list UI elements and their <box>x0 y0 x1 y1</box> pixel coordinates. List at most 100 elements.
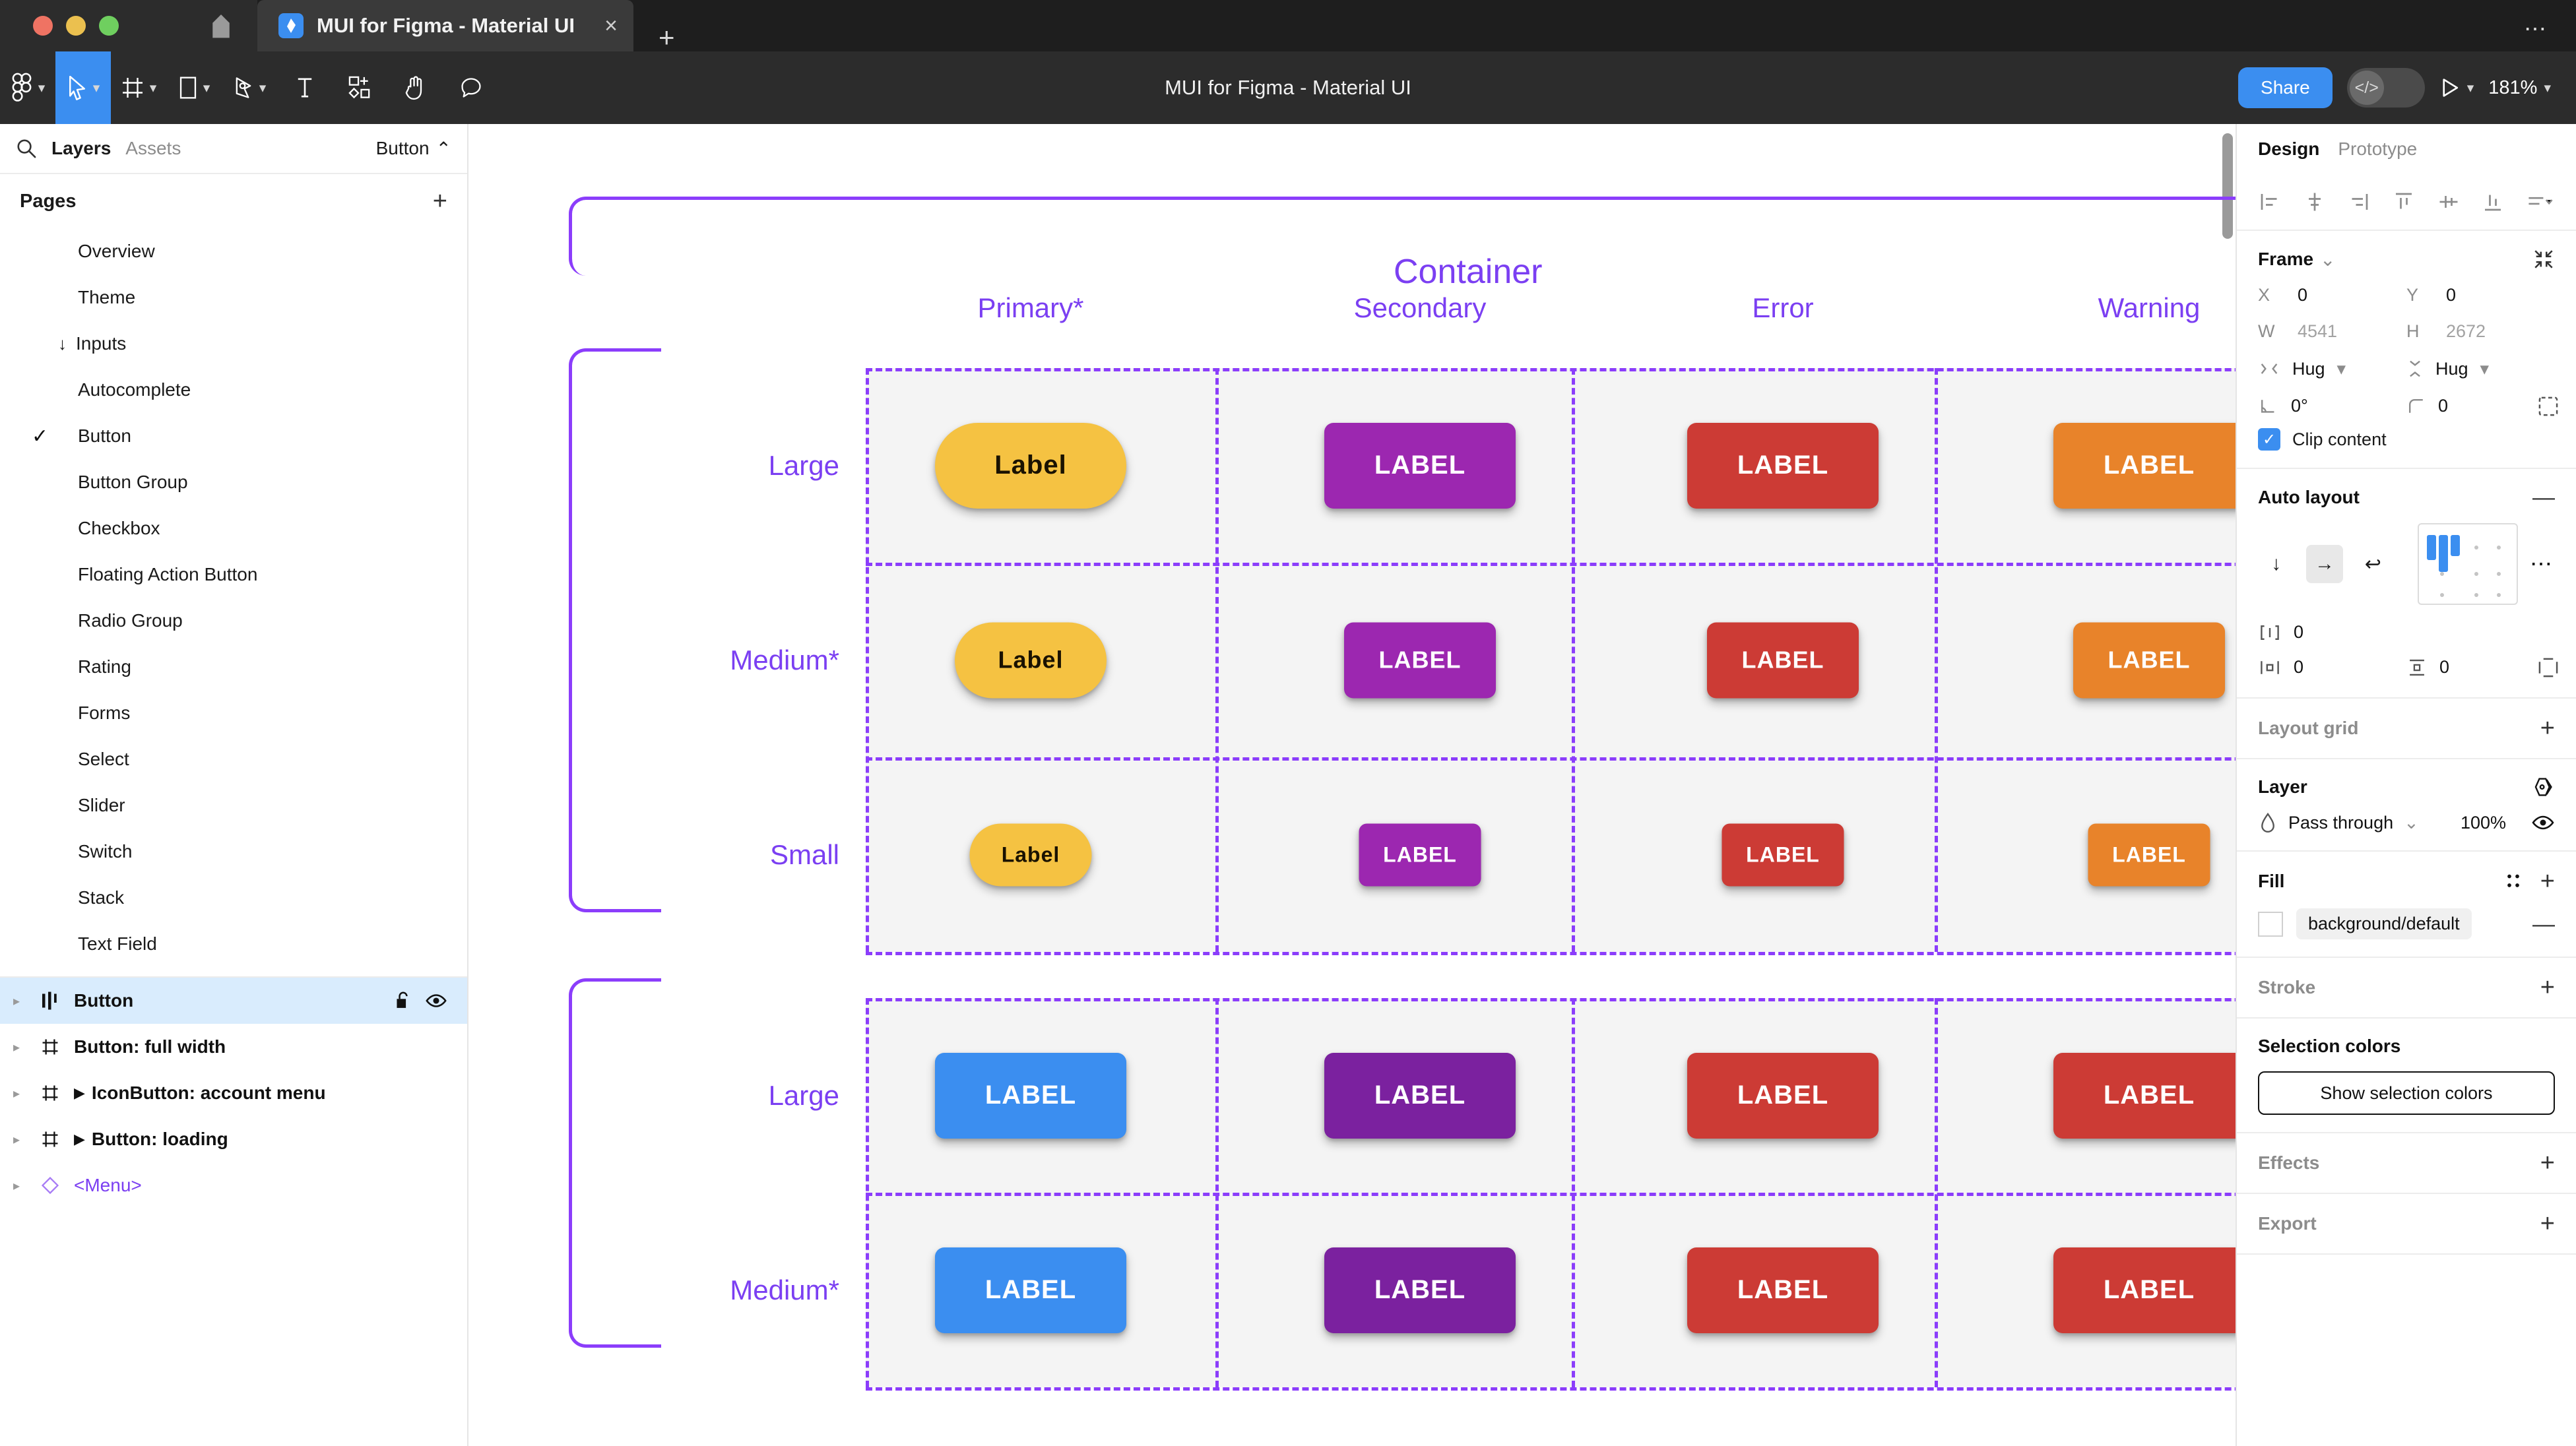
tab-design[interactable]: Design <box>2258 139 2320 159</box>
variant-button[interactable]: LABEL <box>1722 823 1844 886</box>
pen-tool-button[interactable]: ▾ <box>222 51 277 124</box>
hand-tool-button[interactable] <box>388 51 443 124</box>
present-button[interactable]: ▾ <box>2439 77 2474 99</box>
visibility-icon[interactable] <box>425 992 447 1009</box>
variant-button[interactable]: LABEL <box>1687 1247 1879 1333</box>
independent-padding-icon[interactable] <box>2538 657 2559 678</box>
add-fill-button[interactable]: + <box>2540 867 2555 895</box>
move-tool-button[interactable]: ▾ <box>55 51 111 124</box>
align-horizontal-center-icon[interactable] <box>2303 190 2327 214</box>
variant-button[interactable]: LABEL <box>1324 1052 1516 1139</box>
independent-corners-icon[interactable] <box>2538 396 2559 417</box>
page-item-slider[interactable]: Slider <box>0 782 467 829</box>
gap-value[interactable]: 0 <box>2294 622 2304 642</box>
remove-fill-button[interactable]: — <box>2532 911 2555 937</box>
variant-button[interactable]: LABEL <box>935 1247 1126 1333</box>
vertical-padding-value[interactable]: 0 <box>2439 657 2450 677</box>
visibility-icon[interactable] <box>2531 813 2555 832</box>
fill-style-name[interactable]: background/default <box>2296 908 2472 939</box>
layer-row[interactable]: ▸▶IconButton: account menu <box>0 1070 467 1116</box>
page-item-button-group[interactable]: Button Group <box>0 459 467 505</box>
x-value[interactable]: 0 <box>2298 285 2308 305</box>
vertical-sizing-value[interactable]: Hug <box>2435 358 2468 379</box>
direction-horizontal-button[interactable]: → <box>2306 545 2343 583</box>
tab-assets[interactable]: Assets <box>125 138 181 158</box>
fill-styles-icon[interactable] <box>2503 871 2523 891</box>
add-stroke-button[interactable]: + <box>2540 974 2555 1001</box>
tab-prototype[interactable]: Prototype <box>2338 139 2418 159</box>
unlock-icon[interactable] <box>395 991 412 1011</box>
page-item-checkbox[interactable]: Checkbox <box>0 505 467 551</box>
variant-button[interactable]: LABEL <box>2073 622 2225 698</box>
variant-button[interactable]: LABEL <box>1687 422 1879 509</box>
variant-button[interactable]: LABEL <box>1324 1247 1516 1333</box>
frame-name-label[interactable]: Container <box>1394 253 1543 291</box>
tab-layers[interactable]: Layers <box>51 138 112 158</box>
layer-row[interactable]: ▸Button: full width <box>0 1024 467 1070</box>
variant-button[interactable]: LABEL <box>1687 1052 1879 1139</box>
add-export-button[interactable]: + <box>2540 1210 2555 1238</box>
variant-button[interactable]: Label <box>969 823 1092 886</box>
dev-mode-toggle[interactable]: </> <box>2346 68 2425 108</box>
expand-triangle-icon[interactable]: ▸ <box>13 1086 20 1101</box>
direction-vertical-button[interactable]: ↓ <box>2271 553 2282 575</box>
nested-expand-icon[interactable]: ▶ <box>74 1084 85 1101</box>
text-tool-button[interactable] <box>277 51 333 124</box>
frame-tool-button[interactable]: ▾ <box>111 51 166 124</box>
fill-color-swatch[interactable] <box>2258 911 2283 937</box>
variant-button[interactable]: LABEL <box>1707 622 1859 698</box>
new-tab-button[interactable]: + <box>659 22 675 53</box>
chevron-down-icon[interactable]: ⌄ <box>2404 812 2419 833</box>
align-left-icon[interactable] <box>2258 190 2282 214</box>
page-item-floating-action-button[interactable]: Floating Action Button <box>0 551 467 598</box>
horizontal-padding-value[interactable]: 0 <box>2294 657 2304 677</box>
variant-button[interactable]: LABEL <box>935 1052 1126 1139</box>
expand-triangle-icon[interactable]: ▸ <box>13 1132 20 1147</box>
corner-radius-value[interactable]: 0 <box>2438 396 2449 416</box>
canvas-scrollbar[interactable] <box>2222 133 2233 239</box>
clip-content-checkbox[interactable]: ✓ <box>2258 428 2280 451</box>
resources-button[interactable] <box>333 51 388 124</box>
variant-button[interactable]: Label <box>955 622 1107 698</box>
page-item-inputs[interactable]: ↓Inputs <box>0 321 467 367</box>
home-button[interactable] <box>185 0 257 51</box>
page-item-text-field[interactable]: Text Field <box>0 921 467 967</box>
add-page-button[interactable]: + <box>432 187 447 215</box>
component-page-selector[interactable]: Button ⌃ <box>376 138 451 160</box>
page-item-select[interactable]: Select <box>0 736 467 782</box>
browser-tab[interactable]: MUI for Figma - Material UI × <box>257 0 633 51</box>
blend-mode-value[interactable]: Pass through <box>2288 812 2394 833</box>
variant-button[interactable]: LABEL <box>2053 1247 2236 1333</box>
variant-button[interactable]: LABEL <box>2088 823 2210 886</box>
share-button[interactable]: Share <box>2238 67 2333 108</box>
auto-layout-more-button[interactable]: ⋯ <box>2530 551 2555 577</box>
layer-row[interactable]: ▸Button <box>0 978 467 1024</box>
variant-button[interactable]: Label <box>935 422 1126 509</box>
alignment-grid[interactable] <box>2417 523 2518 605</box>
page-item-radio-group[interactable]: Radio Group <box>0 598 467 644</box>
align-bottom-icon[interactable] <box>2481 190 2505 214</box>
align-right-icon[interactable] <box>2347 190 2371 214</box>
collapse-frame-icon[interactable] <box>2532 248 2555 270</box>
maximize-window-button[interactable] <box>99 16 119 36</box>
y-value[interactable]: 0 <box>2446 285 2457 305</box>
page-item-overview[interactable]: Overview <box>0 228 467 274</box>
variant-button[interactable]: LABEL <box>2053 422 2236 509</box>
page-item-stack[interactable]: Stack <box>0 875 467 921</box>
page-item-forms[interactable]: Forms <box>0 690 467 736</box>
distribute-more-icon[interactable] <box>2526 190 2555 214</box>
chevron-down-icon[interactable]: ⌄ <box>2320 249 2336 270</box>
h-value[interactable]: 2672 <box>2446 321 2486 341</box>
chevron-down-icon[interactable]: ▾ <box>2480 358 2490 379</box>
page-item-theme[interactable]: Theme <box>0 274 467 321</box>
expand-triangle-icon[interactable]: ▸ <box>13 1040 20 1055</box>
variant-button[interactable]: LABEL <box>1359 823 1481 886</box>
chevron-down-icon[interactable]: ▾ <box>2336 358 2346 379</box>
expand-triangle-icon[interactable]: ▸ <box>13 1178 20 1193</box>
page-item-button[interactable]: ✓Button <box>0 413 467 459</box>
align-vertical-center-icon[interactable] <box>2437 190 2461 214</box>
figma-menu-button[interactable]: ▾ <box>0 51 55 124</box>
minimize-window-button[interactable] <box>66 16 86 36</box>
opacity-value[interactable]: 100% <box>2460 812 2506 833</box>
